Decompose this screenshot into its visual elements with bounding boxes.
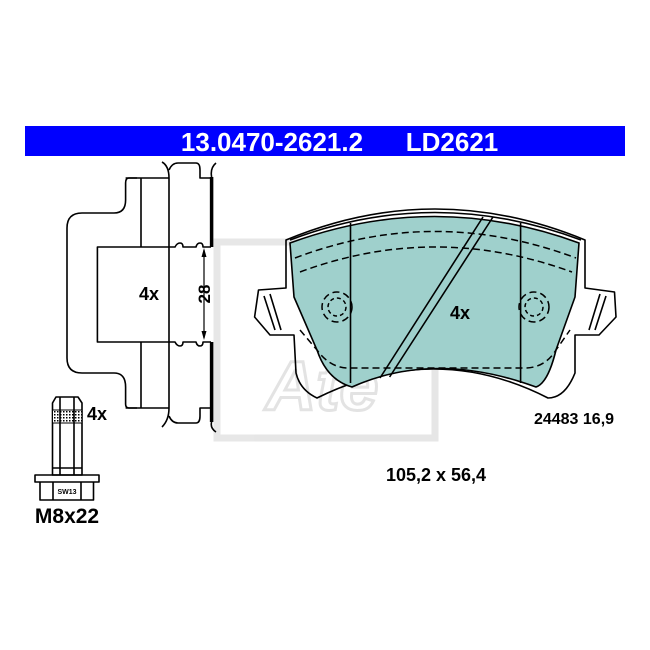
pad-dimensions-label: 105,2 x 56,4	[386, 465, 486, 485]
part-number: 13.0470-2621.2	[181, 127, 363, 157]
wrench-size-label: SW13	[57, 489, 76, 496]
pad-quantity-label: 4x	[450, 303, 470, 323]
friction-slot	[379, 216, 494, 379]
spring-clip	[66, 177, 137, 409]
brake-pad-front-view: 4x	[253, 208, 617, 399]
bolt-icon: SW13 4x M8x22	[34, 396, 107, 528]
friction-material	[289, 215, 580, 388]
bolt-quantity-label: 4x	[87, 404, 107, 424]
dimension-label: 28	[195, 285, 214, 304]
side-view: 28 4x	[66, 161, 217, 433]
header-bar	[25, 126, 625, 156]
guide-hole-right	[518, 291, 550, 323]
bolt-size-label: M8x22	[35, 505, 99, 528]
backing-plate	[253, 208, 617, 399]
side-quantity-label: 4x	[139, 284, 159, 304]
guide-hole-left	[321, 291, 353, 323]
reference-number: LD2621	[406, 127, 499, 157]
pad-spec-label: 24483 16,9	[534, 411, 614, 428]
